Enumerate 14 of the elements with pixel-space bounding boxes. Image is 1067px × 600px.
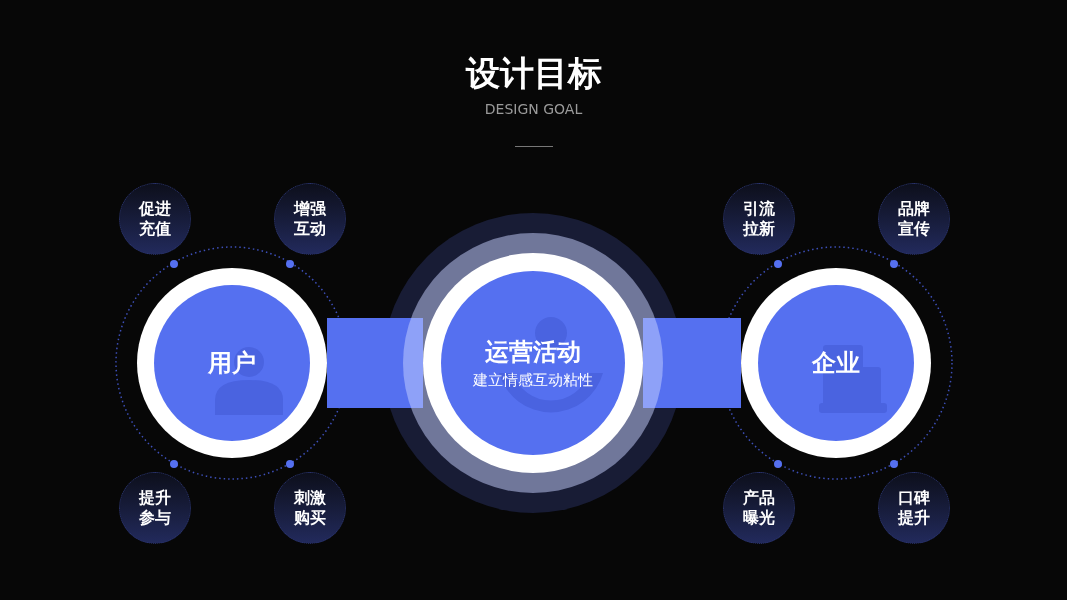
goal-text: 提升参与 [139, 488, 171, 528]
circle-title: 用户 [208, 348, 256, 378]
circle-subtitle: 建立情感互动粘性 [473, 370, 593, 390]
goal-text: 口碑提升 [898, 488, 930, 528]
goal-text: 增强互动 [294, 199, 326, 239]
circle-title: 运营活动 [485, 336, 581, 367]
subtitle: DESIGN GOAL [484, 102, 583, 116]
goal-text: 品牌宣传 [898, 199, 930, 239]
circle-title: 企业 [812, 348, 860, 378]
goal-text: 刺激购买 [294, 488, 326, 528]
title: 设计目标 [465, 56, 602, 90]
goal-text: 产品曝光 [743, 488, 775, 528]
goal-text: 引流拉新 [743, 199, 775, 239]
goal-text: 促进充值 [139, 199, 171, 239]
